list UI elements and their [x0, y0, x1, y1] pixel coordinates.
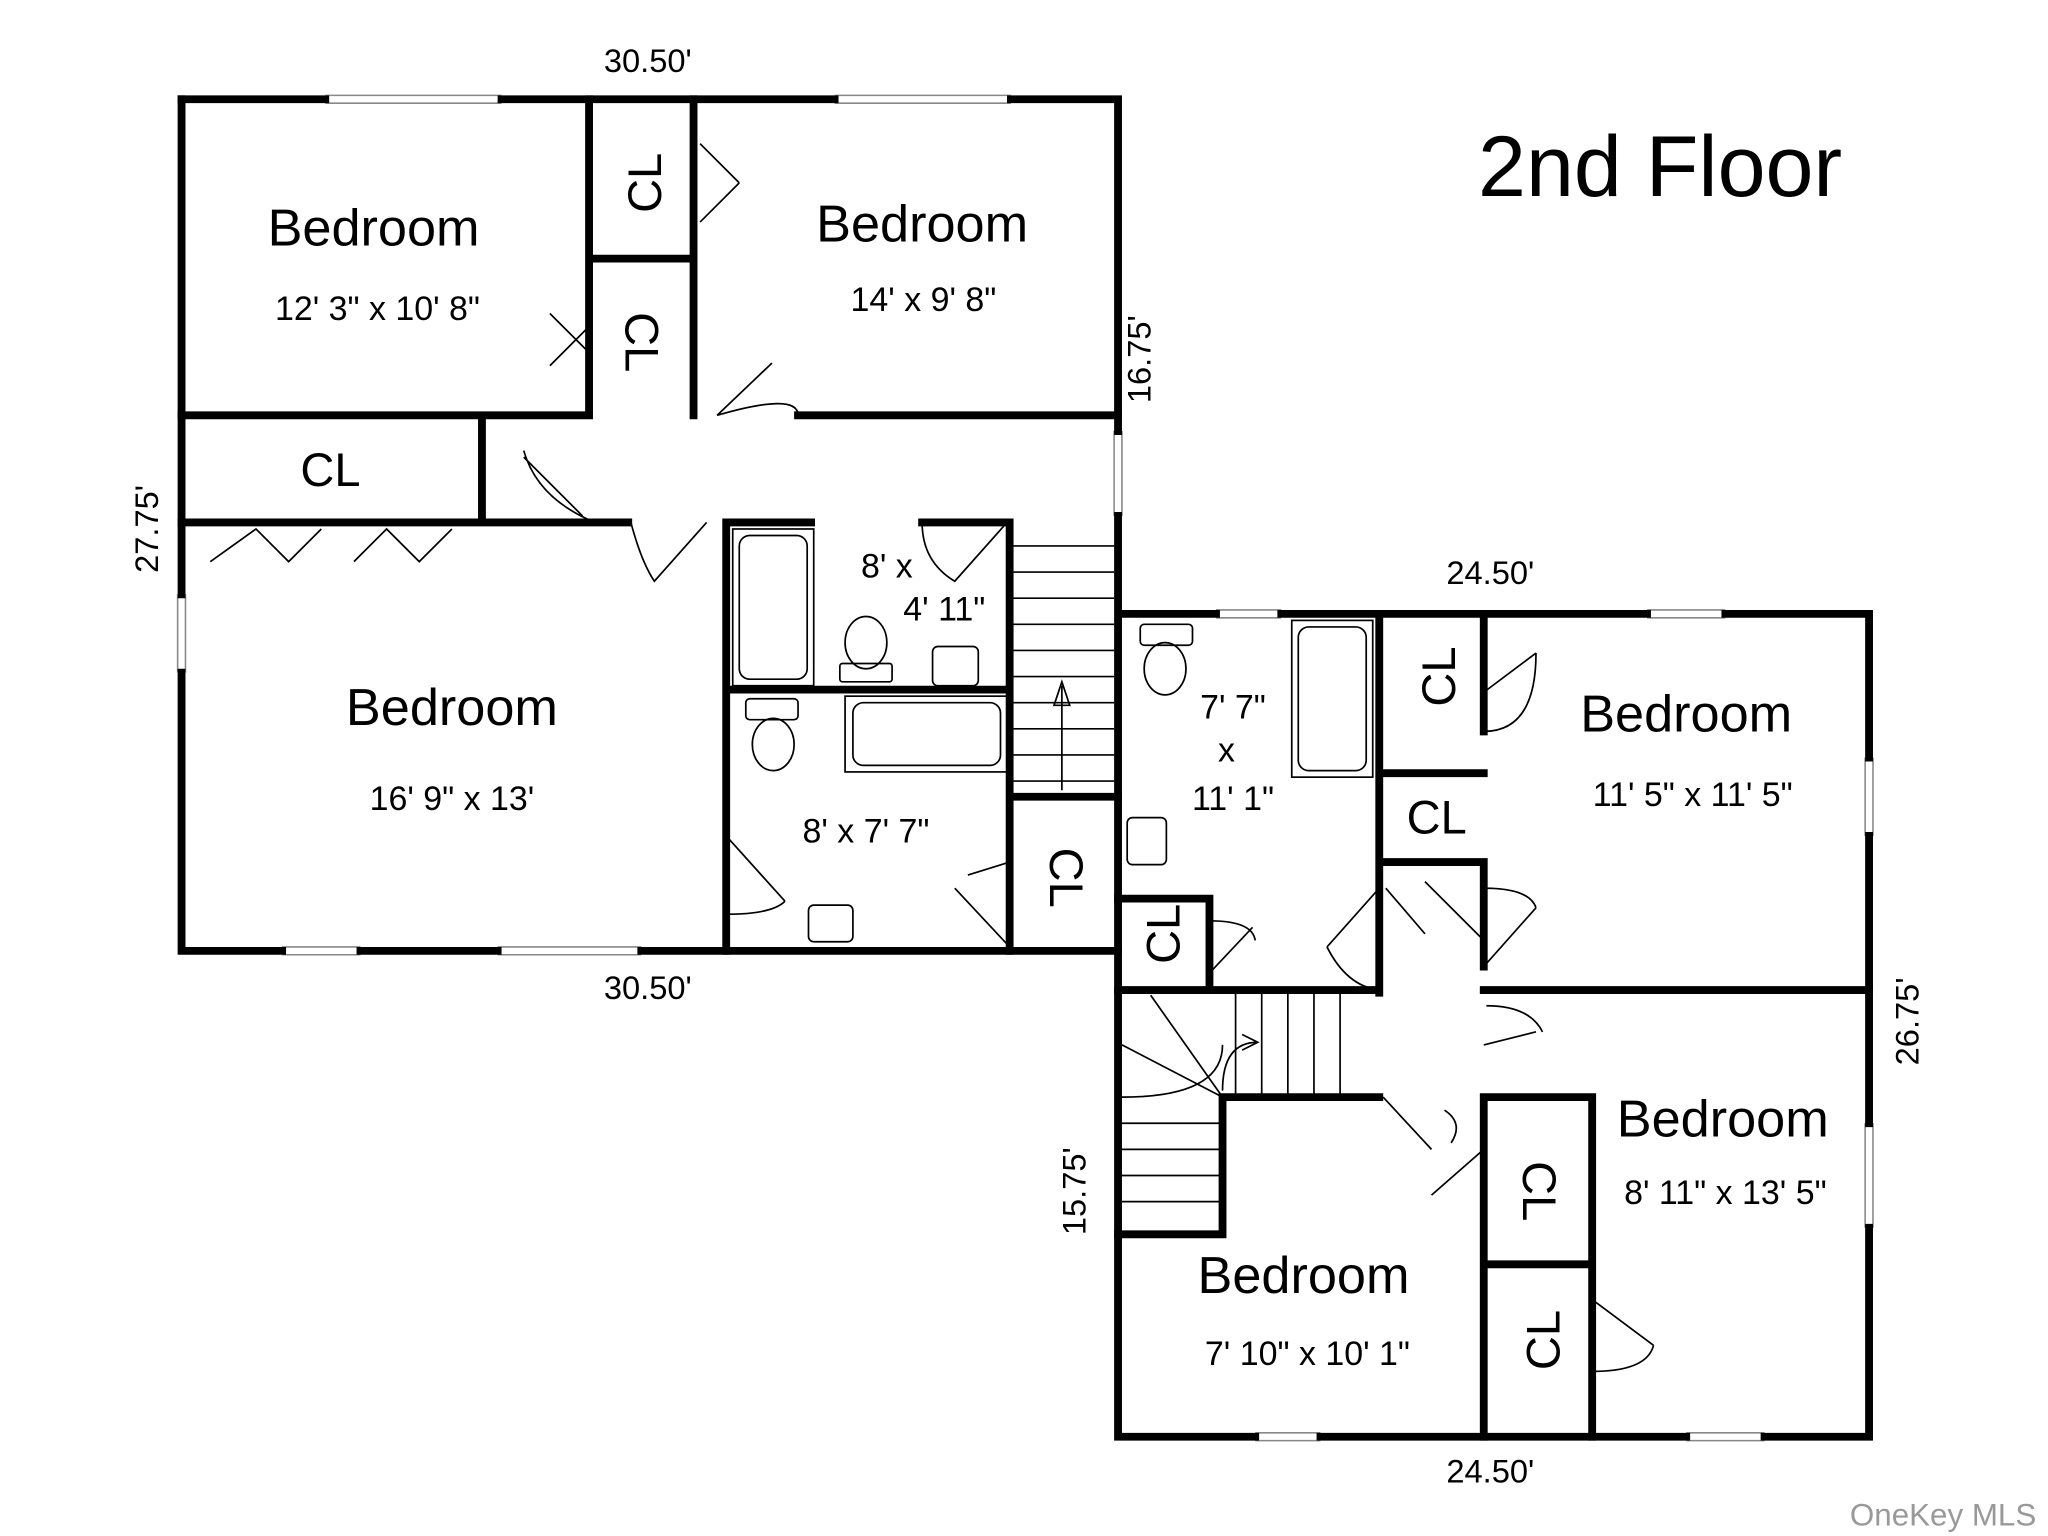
closet-label: CL [1517, 1310, 1570, 1370]
interior-walls [177, 95, 1873, 1441]
bath-fixtures [731, 528, 1374, 943]
room-label: Bedroom [816, 196, 1028, 254]
bath-size: 8' x [861, 547, 913, 585]
closet-label: CL [1407, 790, 1467, 843]
watermark: OneKey MLS [1850, 1498, 2036, 1533]
room-size: 14' x 9' 8" [851, 281, 997, 319]
room-size: 11' 5" x 11' 5" [1593, 776, 1793, 814]
bath-size: 7' 7" [1200, 688, 1266, 726]
windows [176, 94, 1874, 1442]
room-label: Bedroom [268, 200, 480, 258]
measurement-right-side: 26.75' [1889, 977, 1926, 1065]
doors [209, 143, 1655, 1373]
closet-label: CL [1136, 904, 1189, 964]
room-size: 8' 11" x 13' 5" [1624, 1174, 1826, 1212]
measurement-top-left: 30.50' [604, 42, 692, 79]
exterior-walls [177, 95, 1873, 1441]
closet-label: CL [300, 443, 360, 496]
stairs-upper [1013, 545, 1115, 791]
measurement-lower-left: 15.75' [1055, 1147, 1092, 1235]
measurement-right-upper: 16.75' [1121, 315, 1158, 403]
stairs-lower [1121, 991, 1341, 1203]
room-label: Bedroom [1617, 1090, 1829, 1148]
closet-label: CL [1412, 647, 1465, 707]
closet-label: CL [618, 153, 671, 213]
floor-title: 2nd Floor [1478, 119, 1842, 215]
room-label: Bedroom [1580, 685, 1792, 743]
bath-size: x [1218, 731, 1235, 769]
room-size: 7' 10" x 10' 1" [1205, 1335, 1410, 1373]
bath-size: 4' 11" [903, 590, 985, 628]
room-size: 16' 9" x 13' [370, 780, 535, 818]
room-size: 12' 3" x 10' 8" [275, 290, 480, 328]
room-label: Bedroom [346, 679, 558, 737]
closet-label: CL [1513, 1161, 1566, 1221]
measurement-bottom-right: 24.50' [1446, 1452, 1534, 1489]
measurement-bottom-left: 30.50' [604, 969, 692, 1006]
bath-size: 11' 1" [1192, 780, 1274, 818]
measurement-top-right: 24.50' [1446, 554, 1534, 591]
closet-label: CL [1040, 848, 1093, 908]
bath-size: 8' x 7' 7" [803, 812, 930, 850]
measurement-left-side: 27.75' [128, 485, 165, 573]
closet-label: CL [616, 312, 669, 372]
room-label: Bedroom [1198, 1247, 1410, 1305]
